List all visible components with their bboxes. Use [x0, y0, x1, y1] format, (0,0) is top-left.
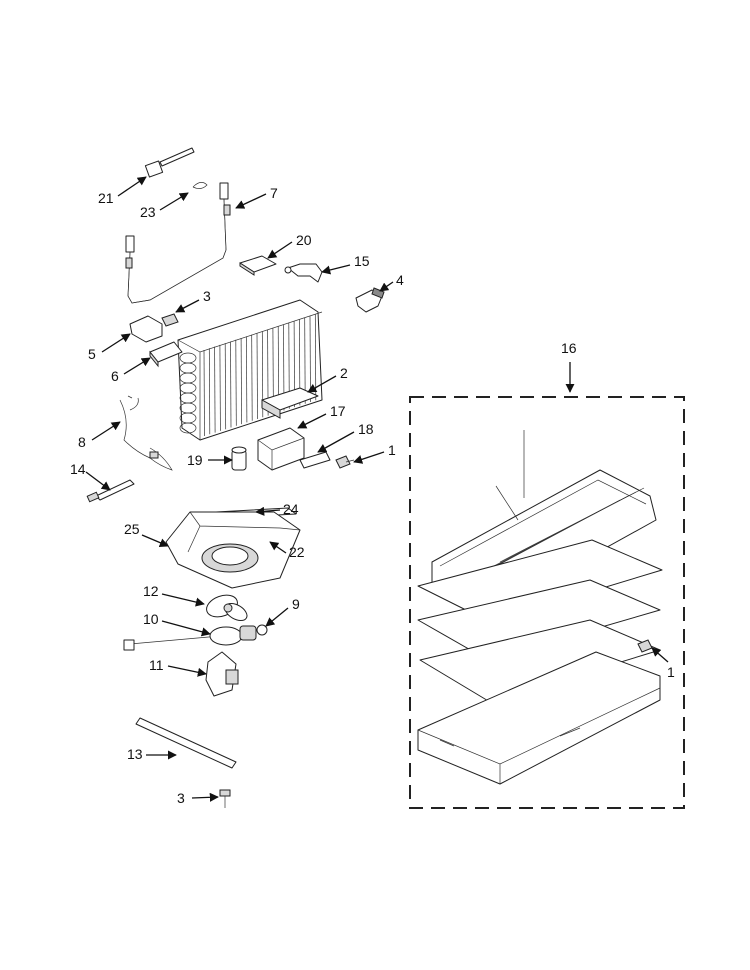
- callout-16: 16: [561, 340, 577, 356]
- fin-line: [235, 339, 237, 426]
- callout-13: 13: [127, 746, 143, 762]
- callout-14: 14: [70, 461, 86, 477]
- part-17-bracket: [257, 427, 305, 471]
- part-25-fan-housing: [165, 511, 301, 589]
- fin-line: [256, 332, 258, 420]
- part-13-channel: [135, 717, 237, 769]
- part-11-bracket: [205, 651, 239, 697]
- callout-18: 18: [358, 421, 374, 437]
- callout-1-upper: 1: [388, 442, 396, 458]
- assembly-16-boundary: [409, 396, 685, 809]
- callout-4: 4: [396, 272, 404, 288]
- callout-10: 10: [143, 611, 159, 627]
- part-3-sensor-upper: [161, 313, 179, 327]
- part-18-plate: [299, 451, 331, 469]
- callout-24: 24: [283, 501, 299, 517]
- callout-15: 15: [354, 253, 370, 269]
- leader-3-upper: [175, 299, 200, 313]
- leader-9: [265, 607, 289, 627]
- evaporator-coil: [177, 299, 323, 441]
- leader-5: [101, 333, 131, 353]
- part-12-fan-blade: [206, 594, 248, 622]
- callout-20: 20: [296, 232, 312, 248]
- leader-lines: [85, 176, 669, 802]
- leader-1-upper: [353, 451, 385, 464]
- part-15-tube: [284, 263, 323, 283]
- leader-20: [267, 241, 293, 259]
- fin-line: [240, 338, 242, 425]
- leader-7: [235, 193, 267, 209]
- part-16-heater-tray: [417, 430, 663, 785]
- fin-line: [224, 343, 227, 430]
- part-10-motor: [123, 625, 257, 651]
- callout-25: 25: [124, 521, 140, 537]
- leader-11: [167, 665, 207, 677]
- part-7-wire-harness: [125, 182, 231, 304]
- fin-line: [203, 349, 205, 437]
- part-1-screw-upper: [335, 455, 355, 469]
- callout-3-upper: 3: [203, 288, 211, 304]
- leader-6: [123, 357, 151, 375]
- part-3-screw-lower: [219, 789, 231, 808]
- callout-2: 2: [340, 365, 348, 381]
- part-23-clip: [192, 182, 208, 189]
- callout-17: 17: [330, 403, 346, 419]
- callout-labels: 21 23 7 20 15 4 3 5 6 2 17 18 1 8 19 14 …: [70, 185, 675, 806]
- leader-4: [379, 281, 394, 292]
- callout-6: 6: [111, 368, 119, 384]
- callout-9: 9: [292, 596, 300, 612]
- fin-line: [251, 334, 253, 421]
- fin-line: [309, 315, 311, 403]
- callout-1-lower: 1: [667, 664, 675, 680]
- leader-21: [117, 176, 147, 197]
- coil-loop: [179, 422, 197, 434]
- leader-18: [317, 431, 355, 453]
- heater-rod: [499, 487, 645, 563]
- callout-23: 23: [140, 204, 156, 220]
- callout-19: 19: [187, 452, 203, 468]
- callout-7: 7: [270, 185, 278, 201]
- leader-1-lower: [651, 647, 669, 663]
- callout-11: 11: [149, 657, 164, 673]
- part-19-sleeve: [231, 446, 247, 471]
- part-2-plate: [261, 387, 319, 419]
- part-4-bracket: [355, 287, 385, 313]
- fin-line: [230, 341, 232, 428]
- callout-22: 22: [289, 544, 305, 560]
- leader-25: [141, 534, 169, 547]
- leader-22: [269, 541, 287, 554]
- fin-line: [208, 348, 211, 435]
- callout-5: 5: [88, 346, 96, 362]
- part-20-pad: [239, 255, 277, 276]
- fin-line: [219, 344, 221, 431]
- part-6-board: [149, 341, 183, 368]
- leader-10: [161, 620, 211, 637]
- part-8-harness: [119, 395, 173, 471]
- leader-8: [91, 421, 121, 441]
- part-9-mount: [256, 624, 268, 636]
- part-5-bracket: [129, 315, 163, 343]
- callout-12: 12: [143, 583, 159, 599]
- part-21-cable-tie: [144, 147, 195, 178]
- leader-17: [297, 413, 327, 429]
- leader-23: [159, 192, 189, 211]
- leader-2: [307, 375, 337, 393]
- leader-24: [255, 506, 281, 516]
- fin-line: [214, 346, 216, 433]
- callout-21: 21: [98, 190, 114, 206]
- fin-line: [246, 336, 248, 423]
- leader-3-lower: [191, 792, 219, 802]
- callout-8: 8: [78, 434, 86, 450]
- part-14-sensor: [86, 479, 135, 503]
- fin-line: [304, 317, 306, 404]
- callout-3-lower: 3: [177, 790, 185, 806]
- leader-12: [161, 593, 205, 607]
- leader-14: [85, 471, 111, 491]
- leader-15: [321, 264, 351, 275]
